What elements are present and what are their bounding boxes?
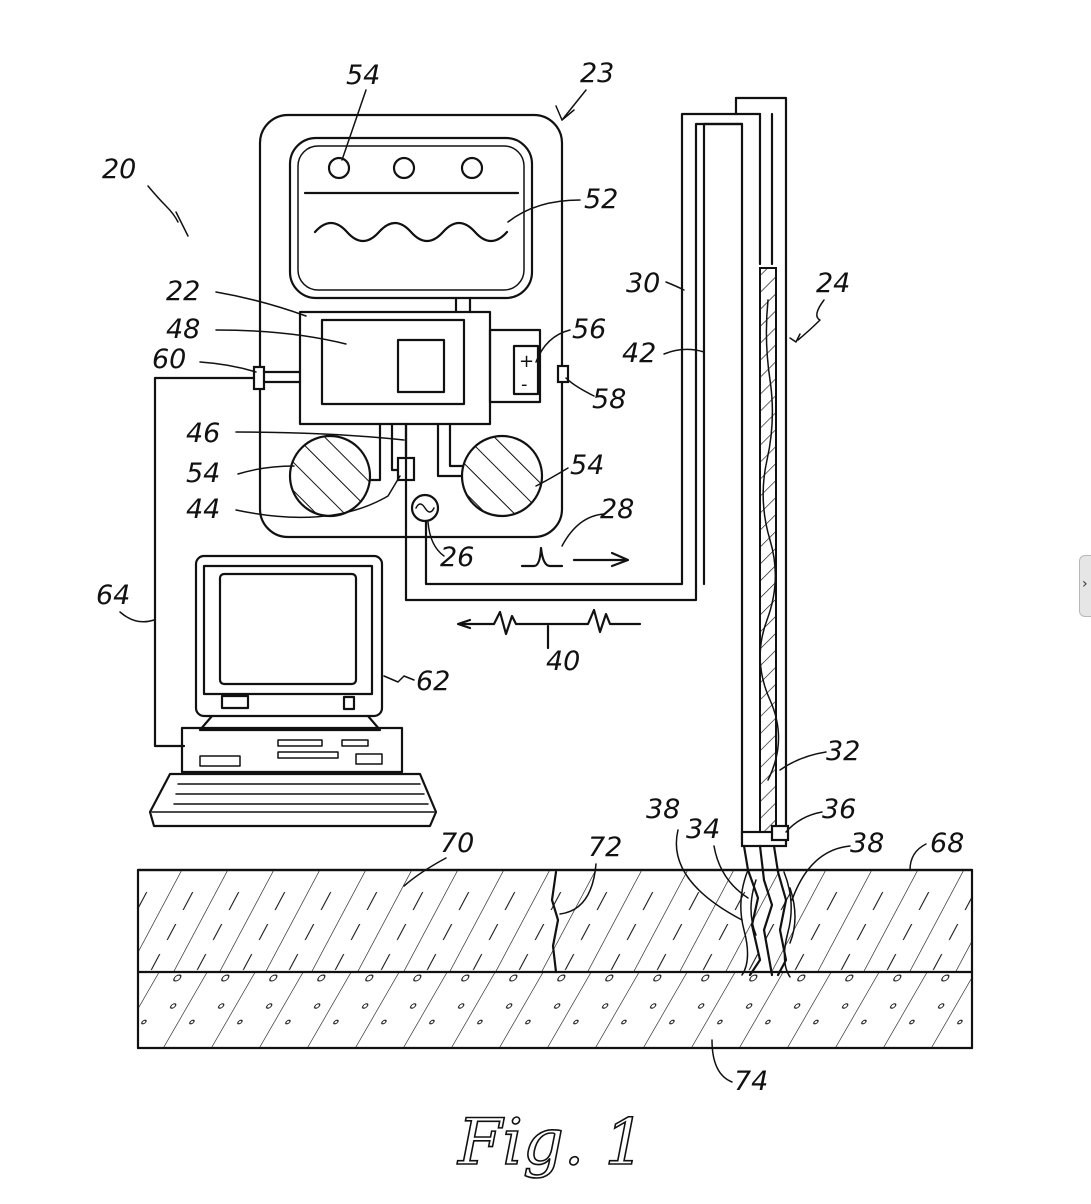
label-38-right: 38 xyxy=(791,828,884,901)
label-28: 28 xyxy=(561,494,634,547)
label-46: 46 xyxy=(186,418,405,449)
label-54-top: 54 xyxy=(341,60,380,161)
label-38-left: 38 xyxy=(646,794,743,921)
ref-label-38-left: 38 xyxy=(646,794,680,825)
outgoing-pulse xyxy=(520,546,630,568)
label-26: 26 xyxy=(427,521,474,573)
ref-label-22: 22 xyxy=(166,276,200,307)
ref-label-64: 64 xyxy=(96,580,130,611)
probe-collar xyxy=(740,824,790,848)
label-54-left: 54 xyxy=(186,458,295,489)
ref-label-24: 24 xyxy=(816,268,850,299)
ref-label-20: 20 xyxy=(102,154,136,185)
ref-label-52: 52 xyxy=(584,184,618,215)
svg-text:-: - xyxy=(521,374,528,395)
svg-text:+: + xyxy=(519,351,534,372)
crack xyxy=(550,870,560,974)
enclosure xyxy=(258,113,564,539)
label-62: 62 xyxy=(383,666,450,697)
data-cable xyxy=(153,376,256,748)
side-panel-tab[interactable]: › xyxy=(1079,555,1091,617)
label-42: 42 xyxy=(622,338,705,369)
indicator-lights xyxy=(327,156,484,180)
label-56: 56 xyxy=(535,314,606,363)
ref-label-68: 68 xyxy=(930,828,964,859)
label-34: 34 xyxy=(686,814,749,899)
oscilloscope-display xyxy=(288,136,534,300)
display-connector xyxy=(454,296,472,314)
ref-label-44: 44 xyxy=(186,494,220,525)
ref-label-34: 34 xyxy=(686,814,720,845)
chevron-right-icon: › xyxy=(1082,576,1088,592)
label-52: 52 xyxy=(507,184,618,223)
label-60: 60 xyxy=(152,344,257,375)
label-54-right: 54 xyxy=(535,450,604,487)
ref-label-36: 36 xyxy=(822,794,856,825)
ref-label-28: 28 xyxy=(600,494,634,525)
label-68: 68 xyxy=(909,828,964,871)
ref-label-26: 26 xyxy=(440,542,474,573)
ref-label-54-right: 54 xyxy=(570,450,604,481)
left-port xyxy=(252,365,302,391)
label-23: 23 xyxy=(555,58,614,121)
ref-label-40: 40 xyxy=(546,646,580,677)
ref-label-72: 72 xyxy=(588,832,622,863)
control-unit xyxy=(298,310,492,426)
label-32: 32 xyxy=(779,736,860,771)
ref-label-58: 58 xyxy=(592,384,626,415)
ref-label-54-top: 54 xyxy=(346,60,380,91)
ref-label-70: 70 xyxy=(440,828,474,859)
label-44: 44 xyxy=(186,475,401,525)
ref-label-46: 46 xyxy=(186,418,220,449)
ref-label-32: 32 xyxy=(826,736,860,767)
ref-label-54-left: 54 xyxy=(186,458,220,489)
signal-generator xyxy=(410,493,440,523)
inner-cable xyxy=(702,112,774,842)
left-dial xyxy=(288,434,372,518)
ref-label-38-right: 38 xyxy=(850,828,884,859)
label-36: 36 xyxy=(785,794,856,833)
ref-label-48: 48 xyxy=(166,314,200,345)
label-70: 70 xyxy=(403,828,474,887)
ref-label-42: 42 xyxy=(622,338,656,369)
label-30: 30 xyxy=(626,268,685,299)
ref-label-30: 30 xyxy=(626,268,660,299)
label-72: 72 xyxy=(559,832,622,915)
lower-layer xyxy=(136,972,974,1050)
battery: + - xyxy=(488,328,542,404)
right-port xyxy=(556,364,570,384)
ref-label-62: 62 xyxy=(416,666,450,697)
computer xyxy=(148,554,438,828)
figure-caption: Fig. 1 xyxy=(457,1106,645,1180)
ref-label-60: 60 xyxy=(152,344,186,375)
label-48: 48 xyxy=(166,314,347,345)
label-58: 58 xyxy=(565,377,626,415)
label-20: 20 xyxy=(102,154,189,237)
ref-label-23: 23 xyxy=(580,58,614,89)
label-22: 22 xyxy=(166,276,307,317)
return-signal xyxy=(456,608,642,650)
right-dial xyxy=(460,434,544,518)
label-64: 64 xyxy=(96,580,155,623)
control-module xyxy=(320,318,466,406)
label-40: 40 xyxy=(546,646,580,677)
label-74: 74 xyxy=(711,1039,768,1097)
label-24: 24 xyxy=(789,268,850,343)
probe-rod xyxy=(759,299,780,781)
cable-junction xyxy=(368,422,464,482)
ref-label-56: 56 xyxy=(572,314,606,345)
ref-label-74: 74 xyxy=(734,1066,768,1097)
